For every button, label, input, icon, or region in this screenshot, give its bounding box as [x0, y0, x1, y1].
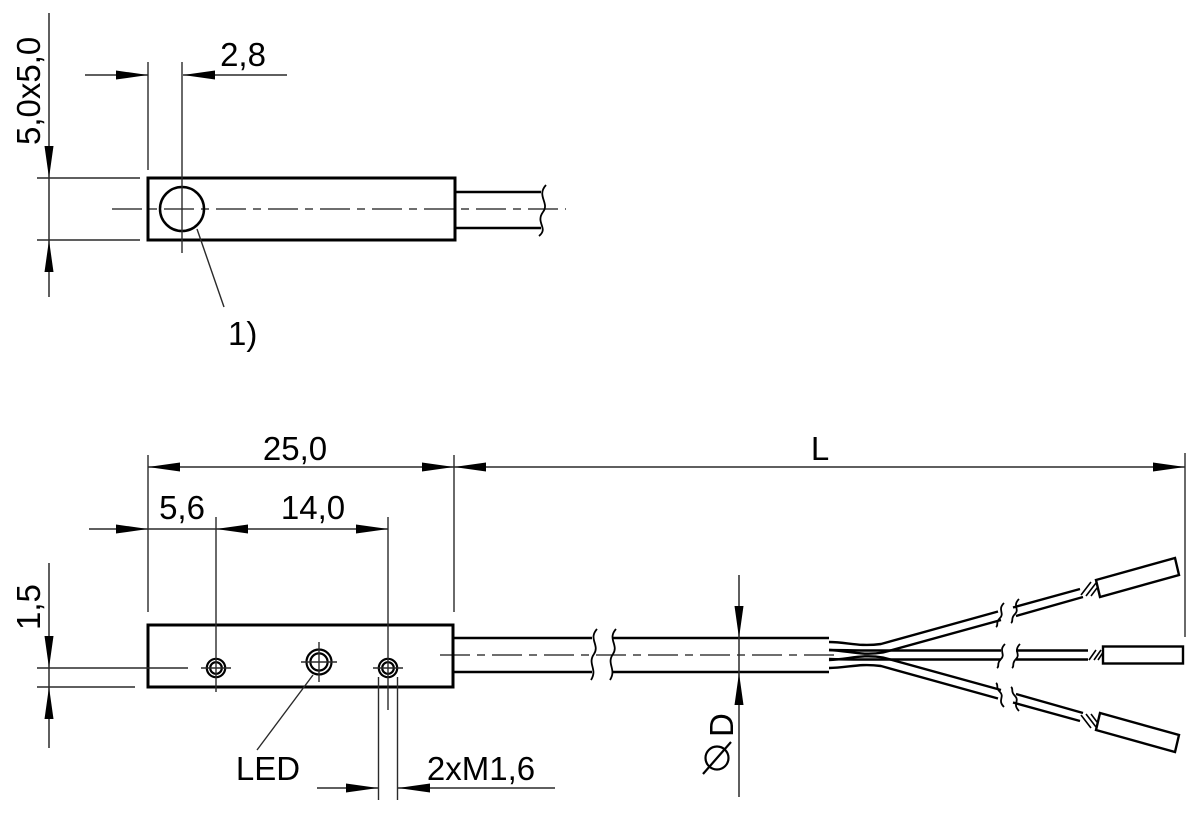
footnote-label: 1)	[228, 315, 257, 352]
leader-line	[256, 674, 314, 751]
dim-cross-section: 5,0x5,0	[10, 13, 140, 297]
diameter-symbol-icon	[702, 741, 732, 775]
wire-end-sleeve	[1094, 711, 1181, 754]
wire-edge	[828, 618, 1002, 655]
wire-middle	[828, 643, 1185, 669]
sensor-housing-side-view	[146, 623, 455, 689]
dim-label-thread: 2xM1,6	[427, 750, 535, 787]
diameter-slash	[702, 741, 732, 775]
dim-label-cable-diameter: D	[703, 713, 740, 737]
wire-strands	[1088, 649, 1105, 661]
wire-break-icon	[996, 643, 1006, 669]
arrowhead-icon	[44, 687, 54, 719]
wire-break-icon	[995, 602, 1005, 628]
dim-thread: 2xM1,6	[317, 677, 555, 800]
dim-label-25-0: 25,0	[263, 430, 327, 467]
arrowhead-icon	[1153, 462, 1185, 472]
wire-edge	[1012, 701, 1081, 723]
strand-hatch	[1080, 581, 1092, 596]
arrowhead-icon	[116, 524, 148, 534]
arrowhead-icon	[346, 783, 378, 793]
wire-edge	[1015, 595, 1084, 618]
arrowhead-icon	[454, 462, 486, 472]
dim-label-14-0: 14,0	[281, 489, 345, 526]
arrowhead-icon	[44, 636, 54, 668]
footnote-reference: 1)	[196, 228, 257, 352]
wire-break-icon	[1010, 598, 1020, 624]
arrowhead-icon	[356, 524, 388, 534]
wire-bottom	[828, 655, 1181, 754]
arrowhead-icon	[216, 524, 248, 534]
strand-hatch	[1088, 649, 1097, 661]
dim-face-to-axis: 2,8	[85, 36, 287, 253]
wire-break-icon	[995, 682, 1005, 708]
wire-edge	[828, 663, 999, 700]
dim-label-5-6: 5,6	[159, 489, 205, 526]
strand-hatch	[1080, 714, 1092, 729]
strand-hatch	[1093, 649, 1102, 661]
wire-edge	[1015, 692, 1084, 715]
dim-label-1-5: 1,5	[10, 584, 47, 630]
dim-hole-axis-height: 1,5	[10, 563, 188, 748]
strand-hatch	[1085, 713, 1097, 728]
arrowhead-icon	[116, 70, 148, 80]
led-indicator	[301, 642, 337, 682]
cable-break-icon	[538, 184, 547, 237]
arrowhead-icon	[734, 673, 744, 705]
arrowhead-icon	[44, 146, 54, 178]
dim-label-L: L	[811, 430, 829, 467]
top-view: 2,8 5,0x5,0 1)	[10, 13, 566, 352]
wire-edge	[1012, 587, 1081, 609]
wire-end-sleeve	[1101, 645, 1185, 665]
bottom-view: 25,0 L 5,6 14,0 1,5	[10, 430, 1186, 800]
strand-hatch	[1085, 582, 1097, 597]
arrowhead-icon	[183, 70, 215, 80]
wire-edge	[828, 657, 1001, 661]
wire-edge	[828, 655, 1002, 692]
dim-label-2-8: 2,8	[220, 36, 266, 73]
cable-jacket	[453, 628, 829, 681]
wire-break-icon	[1011, 643, 1021, 669]
led-label: LED	[236, 750, 300, 787]
leader-line	[196, 228, 225, 308]
sensor-housing-top-view	[146, 176, 457, 242]
arrowhead-icon	[44, 240, 54, 272]
dim-hole-positions: 5,6 14,0	[89, 489, 389, 710]
arrowhead-icon	[422, 462, 454, 472]
arrowhead-icon	[398, 783, 430, 793]
dim-housing-and-cable-length: 25,0 L	[147, 430, 1186, 637]
cable-break-icon	[590, 628, 598, 681]
dim-label-5x5: 5,0x5,0	[10, 37, 47, 145]
cable-break-icon	[609, 628, 617, 681]
diameter-circle	[704, 745, 730, 771]
arrowhead-icon	[734, 606, 744, 638]
wire-break-icon	[1010, 686, 1020, 712]
wire-top	[828, 556, 1181, 655]
led-callout: LED	[236, 674, 314, 787]
arrowhead-icon	[148, 462, 180, 472]
wire-edge	[828, 648, 1001, 652]
wire-edge	[828, 610, 999, 647]
dim-cable-diameter: D	[702, 575, 744, 797]
wire-end-sleeve	[1094, 556, 1181, 599]
